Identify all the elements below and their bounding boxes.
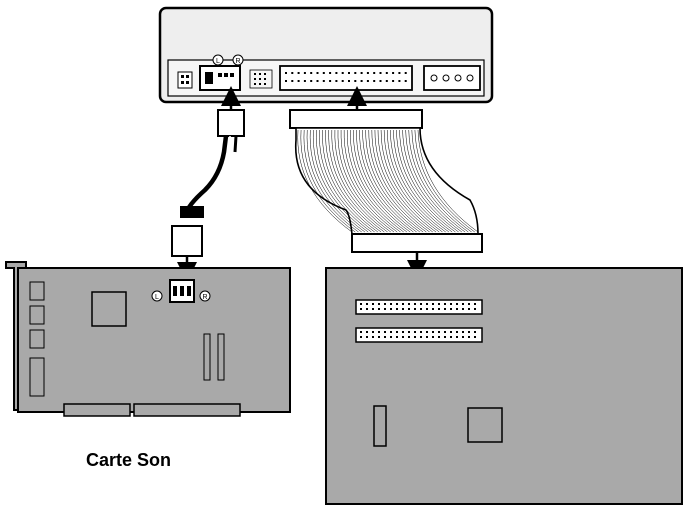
ide-header-secondary <box>355 327 483 343</box>
svg-text:R: R <box>202 294 207 301</box>
drive-ide-header <box>279 65 413 91</box>
svg-text:L: L <box>155 294 159 301</box>
sound-card-label: Carte Son <box>86 450 172 470</box>
drive-config-pins <box>249 69 273 89</box>
ide-ribbon-cable <box>289 86 483 280</box>
drive-left-marker: L <box>212 54 224 66</box>
svg-text:L: L <box>216 58 220 65</box>
sound-card: L R <box>5 261 291 417</box>
drive-jumper-block <box>177 71 193 89</box>
drive-right-marker: R <box>232 54 244 66</box>
optical-drive: L R <box>158 6 494 104</box>
drive-audio-connector <box>199 65 241 91</box>
sound-card-cd-audio-connector <box>169 279 195 303</box>
motherboard-chip <box>467 407 503 443</box>
svg-text:R: R <box>235 58 240 65</box>
sound-card-chip <box>91 291 127 327</box>
motherboard-slot <box>373 405 387 447</box>
ide-header-primary <box>355 299 483 315</box>
card-left-marker: L <box>151 290 163 302</box>
card-right-marker: R <box>199 290 211 302</box>
audio-cable <box>171 86 245 282</box>
motherboard <box>325 267 683 505</box>
drive-power-connector <box>423 65 481 91</box>
